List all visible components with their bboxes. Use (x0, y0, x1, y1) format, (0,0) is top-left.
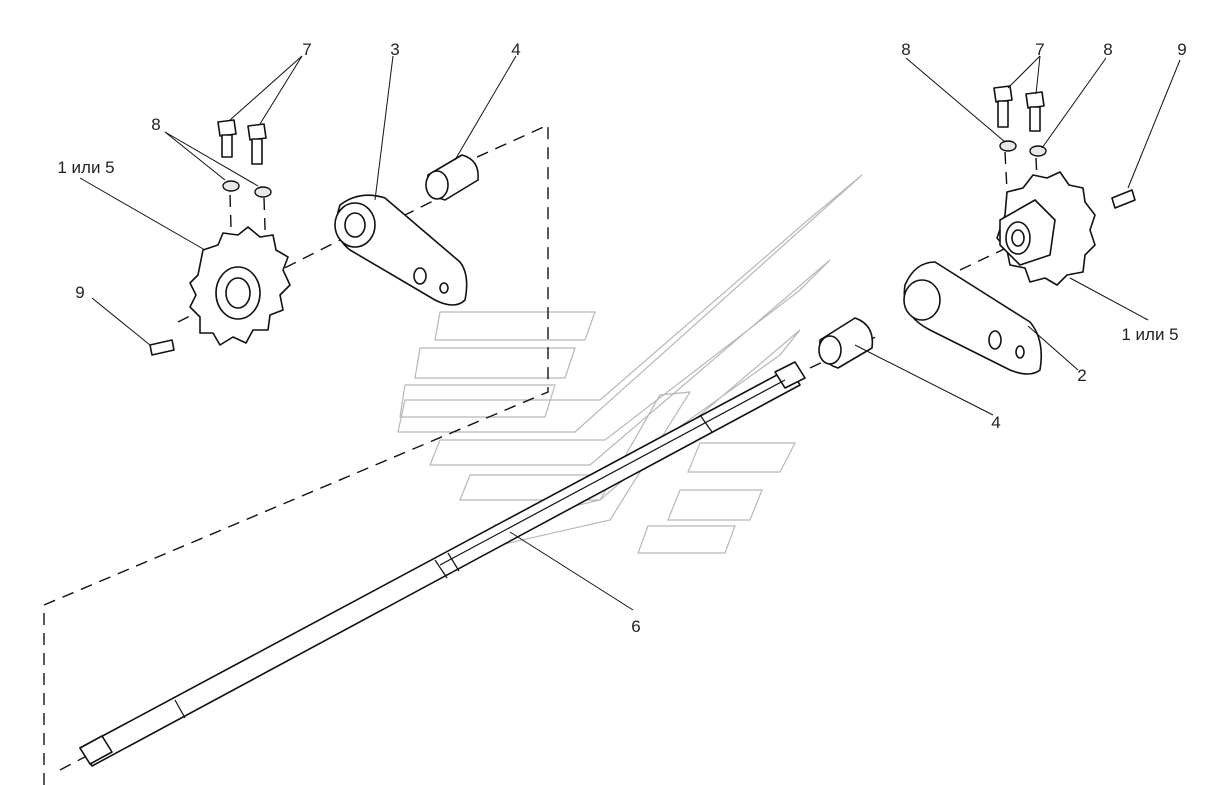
bolt-left-2 (247, 123, 267, 165)
bolt-right-2 (1025, 91, 1045, 132)
label-part-1-or-5-right: 1 или 5 (1121, 325, 1178, 344)
key-left (149, 339, 175, 356)
bolt-right-1 (993, 85, 1013, 128)
right-axis-line (959, 231, 1041, 271)
label-part-8-right-b: 8 (1103, 40, 1112, 59)
washer-right-1 (999, 140, 1017, 152)
arm-part-2 (903, 261, 1043, 375)
assembly-centerlines (43, 123, 1041, 785)
label-part-3: 3 (390, 40, 399, 59)
label-part-4-top: 4 (511, 40, 520, 59)
bolt-left-1 (217, 119, 237, 158)
sprocket-right (996, 171, 1096, 286)
washer-left-1 (222, 180, 240, 192)
bolt-axis-left-1 (229, 194, 233, 261)
label-part-8-left: 8 (151, 115, 160, 134)
label-part-6: 6 (631, 617, 640, 636)
label-part-2: 2 (1077, 366, 1086, 385)
label-part-4-bottom: 4 (991, 413, 1000, 432)
label-part-7-left: 7 (302, 40, 311, 59)
washer-right-2 (1029, 145, 1047, 157)
callout-labels: 1 или 5 9 7 8 3 4 8 7 8 9 1 или 5 2 4 6 (57, 40, 1186, 636)
shaft-part-6 (79, 361, 806, 767)
label-part-7-right: 7 (1035, 40, 1044, 59)
leader-lines (79, 55, 1181, 611)
label-part-1-or-5-left: 1 или 5 (57, 158, 114, 177)
key-right (1111, 189, 1136, 209)
sprocket-left (189, 226, 291, 346)
arm-part-3 (334, 194, 468, 306)
washer-left-2 (254, 186, 272, 198)
bushing-4-top (425, 154, 479, 201)
label-part-9-right: 9 (1177, 40, 1186, 59)
bushing-4-bottom (818, 317, 874, 369)
label-part-8-right-a: 8 (901, 40, 910, 59)
label-part-9-left: 9 (75, 283, 84, 302)
